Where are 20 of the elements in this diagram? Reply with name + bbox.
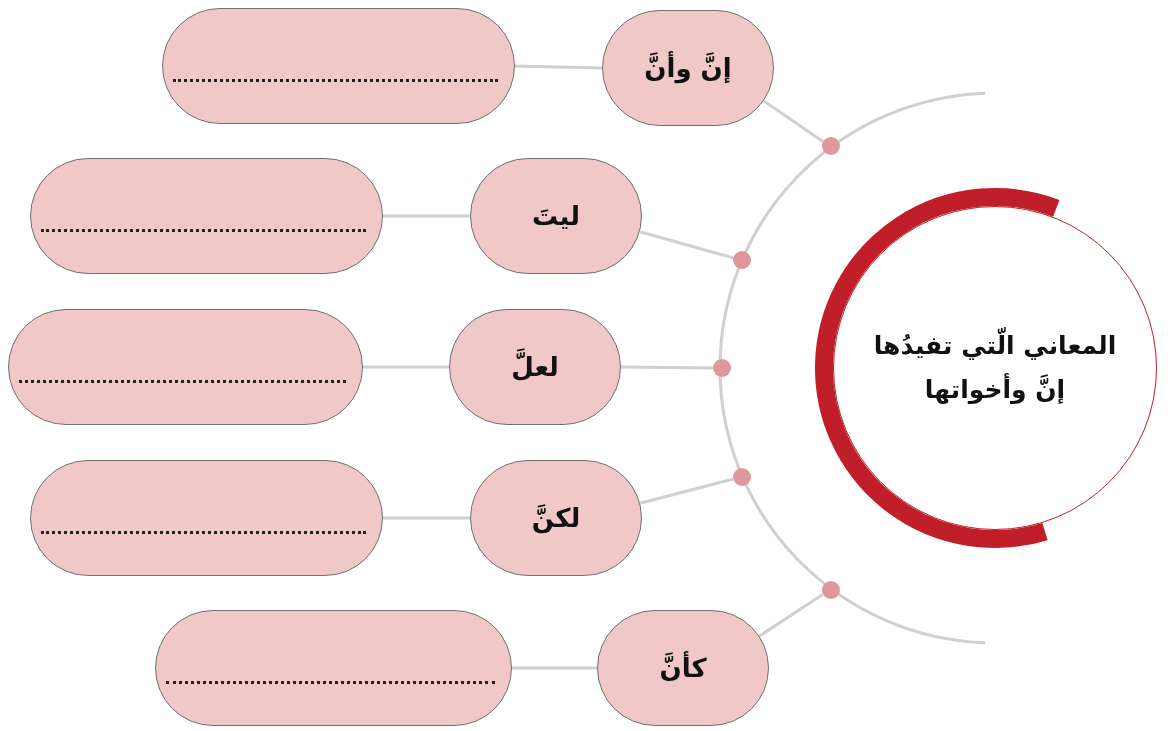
dot: [733, 468, 751, 486]
pill-label: إنَّ وأنَّ: [644, 53, 732, 83]
connector-line: [762, 99, 824, 143]
dot: [733, 251, 751, 269]
pill-label: ليتَ: [532, 201, 580, 231]
connector-line: [758, 592, 824, 638]
circle-title: المعاني الّتي تفيدُها إنَّ وأخواتها: [867, 324, 1123, 412]
dot: [822, 137, 840, 155]
connector-line: [514, 64, 603, 70]
pill-label: لكنَّ: [531, 503, 581, 533]
connector-line: [382, 516, 470, 520]
dot: [713, 359, 731, 377]
connector-line: [382, 214, 470, 218]
connector-line: [511, 666, 597, 670]
pill-label: كأنَّ: [659, 653, 707, 683]
connector-line: [621, 365, 713, 370]
dot: [822, 581, 840, 599]
connector-line: [639, 230, 734, 260]
connector-line: [639, 477, 734, 505]
connector-line: [362, 365, 449, 369]
